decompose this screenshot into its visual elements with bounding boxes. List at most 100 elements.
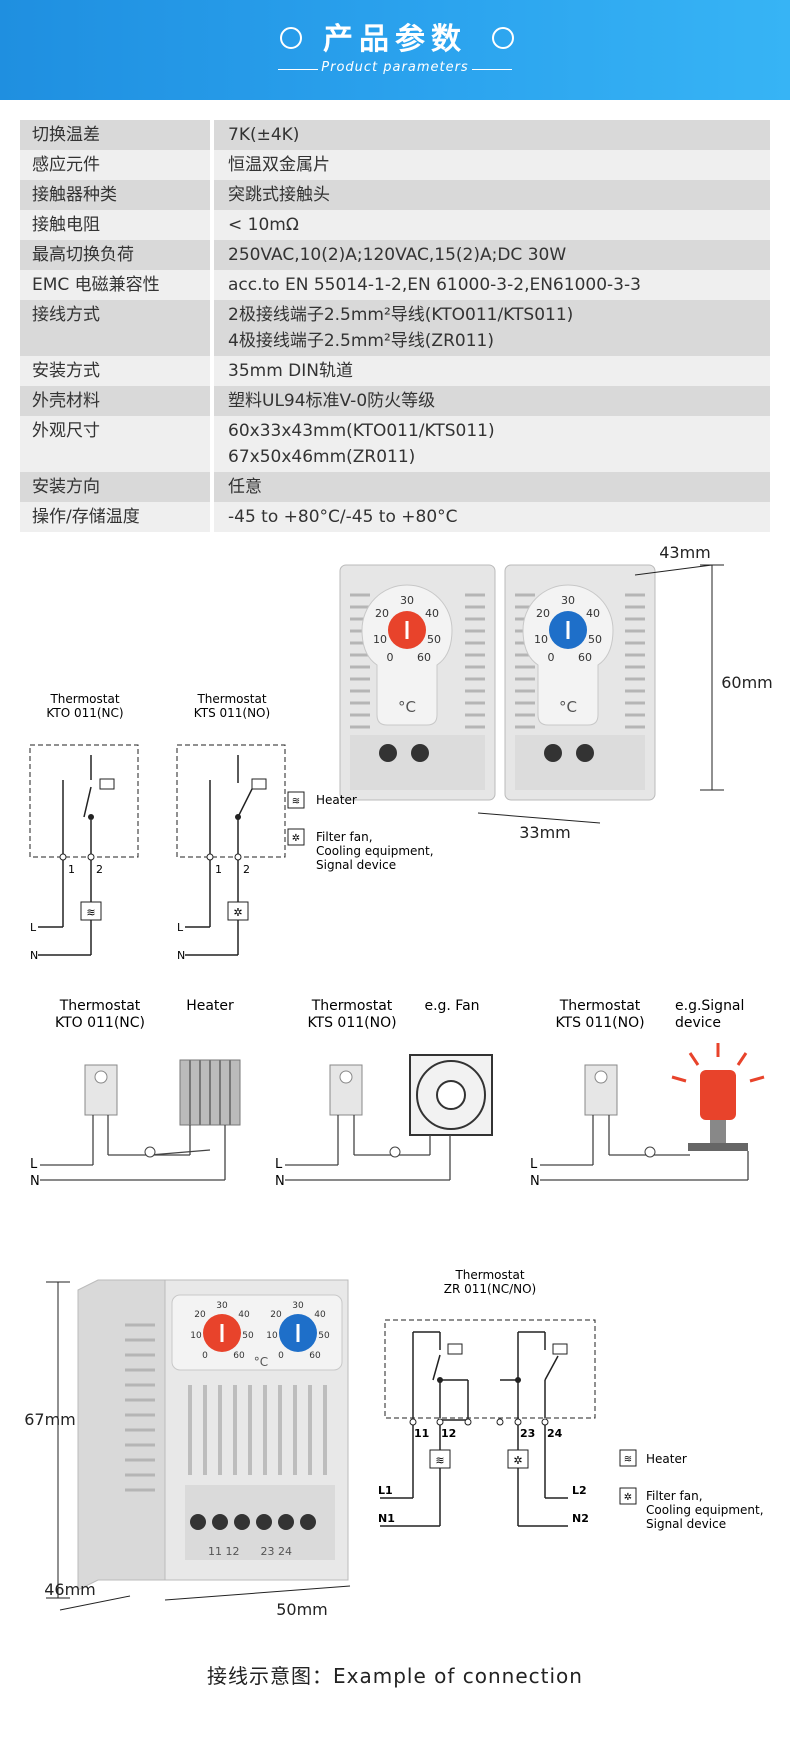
spec-label: 感应元件 (20, 150, 210, 180)
kts-title-2: KTS 011(NO) (194, 706, 270, 720)
chevron-left-icon (492, 27, 514, 49)
heater-icon (80, 901, 102, 921)
section-single-thermostats: Thermostat KTO 011(NC) 1 2 ≋ L N Thermos… (29, 543, 773, 962)
svg-text:L: L (30, 921, 37, 934)
spec-label: 外观尺寸 (20, 416, 210, 472)
section-examples: Thermostat KTO 011(NC) Heater LN Thermos… (30, 998, 765, 1189)
svg-text:24: 24 (547, 1427, 563, 1440)
svg-text:0: 0 (387, 651, 394, 664)
dim-height: 67mm (24, 1410, 76, 1429)
svg-text:Heater: Heater (186, 998, 234, 1014)
spec-label: 接触器种类 (20, 180, 210, 210)
spec-value-line: 7K(±4K) (228, 125, 300, 145)
svg-text:ZR 011(NC/NO): ZR 011(NC/NO) (444, 1282, 536, 1296)
kto-box (29, 744, 139, 858)
spec-label: 接触电阻 (20, 210, 210, 240)
page-subtitle: Product parameters (321, 60, 469, 75)
spec-label: 切换温差 (20, 120, 210, 150)
svg-text:KTS 011(NO): KTS 011(NO) (307, 1015, 396, 1031)
svg-text:0: 0 (278, 1351, 284, 1361)
svg-text:1: 1 (215, 863, 222, 876)
spec-value: 7K(±4K) (214, 120, 770, 150)
zr-box (384, 1319, 596, 1419)
svg-text:N: N (30, 1174, 40, 1189)
spec-value-line: 突跳式接触头 (228, 185, 330, 205)
svg-text:Signal device: Signal device (646, 1517, 726, 1531)
svg-text:Thermostat: Thermostat (311, 998, 393, 1014)
spec-label: 操作/存储温度 (20, 502, 210, 532)
svg-text:30: 30 (292, 1301, 304, 1311)
spec-value-line: < 10mΩ (228, 215, 299, 235)
spec-row: 外壳材料塑料UL94标准V-0防火等级 (20, 386, 770, 416)
svg-text:°C: °C (254, 1355, 268, 1369)
svg-text:40: 40 (586, 607, 600, 620)
spec-value-line: 恒温双金属片 (228, 155, 330, 175)
svg-text:20: 20 (375, 607, 389, 620)
svg-text:23: 23 (520, 1427, 535, 1440)
svg-text:Thermostat: Thermostat (559, 998, 641, 1014)
svg-text:30: 30 (561, 594, 575, 607)
svg-text:N: N (530, 1174, 540, 1189)
spec-row: 接触器种类突跳式接触头 (20, 180, 770, 210)
ground-icon (389, 1146, 401, 1158)
spec-value: 任意 (214, 472, 770, 502)
heater-icon (287, 791, 305, 809)
svg-text:N: N (30, 949, 38, 962)
svg-text:device: device (675, 1015, 721, 1031)
svg-text:40: 40 (314, 1310, 326, 1320)
spec-value-line: acc.to EN 55014-1-2,EN 61000-3-2,EN61000… (228, 275, 641, 295)
spec-value-line: 塑料UL94标准V-0防火等级 (228, 391, 436, 411)
svg-text:L2: L2 (572, 1484, 587, 1497)
svg-text:30: 30 (400, 594, 414, 607)
svg-text:12: 12 (441, 1427, 456, 1440)
svg-text:e.g. Fan: e.g. Fan (424, 998, 479, 1014)
heater-icon (619, 1449, 637, 1467)
dim-height: 60mm (721, 673, 773, 692)
svg-text:2: 2 (96, 863, 103, 876)
divider (472, 69, 512, 70)
svg-text:KTS 011(NO): KTS 011(NO) (555, 1015, 644, 1031)
dim-depth: 46mm (44, 1580, 96, 1599)
chevron-right-icon (280, 27, 302, 49)
spec-value-line: 67x50x46mm(ZR011) (228, 447, 416, 467)
svg-text:°C: °C (559, 698, 577, 716)
svg-text:≋: ≋ (86, 906, 95, 919)
product-photo-single: 30 20 40 10 50 0 60 30 20 40 10 50 0 60 … (339, 564, 656, 801)
divider (278, 69, 318, 70)
svg-text:11: 11 (414, 1427, 429, 1440)
spec-value: 塑料UL94标准V-0防火等级 (214, 386, 770, 416)
spec-row: 操作/存储温度-45 to +80°C/-45 to +80°C (20, 502, 770, 532)
svg-text:2: 2 (243, 863, 250, 876)
svg-text:N: N (275, 1174, 285, 1189)
svg-text:L: L (275, 1157, 283, 1172)
svg-text:20: 20 (536, 607, 550, 620)
spec-row: 安装方向任意 (20, 472, 770, 502)
spec-label: 最高切换负荷 (20, 240, 210, 270)
svg-text:20: 20 (270, 1310, 282, 1320)
svg-text:Heater: Heater (646, 1452, 687, 1466)
spec-value-line: 任意 (228, 477, 262, 497)
svg-text:Signal device: Signal device (316, 858, 396, 872)
spec-value: -45 to +80°C/-45 to +80°C (214, 502, 770, 532)
spec-row: 切换温差 7K(±4K) (20, 120, 770, 150)
fan-icon (619, 1487, 637, 1505)
dim-depth: 43mm (659, 543, 711, 562)
svg-text:✲: ✲ (513, 1454, 522, 1467)
svg-text:Thermostat: Thermostat (59, 998, 141, 1014)
svg-text:40: 40 (425, 607, 439, 620)
svg-text:L: L (530, 1157, 538, 1172)
svg-text:60: 60 (417, 651, 431, 664)
svg-text:Cooling equipment,: Cooling equipment, (316, 844, 434, 858)
spec-value: < 10mΩ (214, 210, 770, 240)
svg-text:e.g.Signal: e.g.Signal (675, 998, 744, 1014)
svg-text:0: 0 (202, 1351, 208, 1361)
svg-text:1: 1 (68, 863, 75, 876)
fan-icon (507, 1449, 529, 1469)
spec-value: 2极接线端子2.5mm²导线(KTO011/KTS011)4极接线端子2.5mm… (214, 300, 770, 356)
svg-text:✲: ✲ (233, 906, 242, 919)
